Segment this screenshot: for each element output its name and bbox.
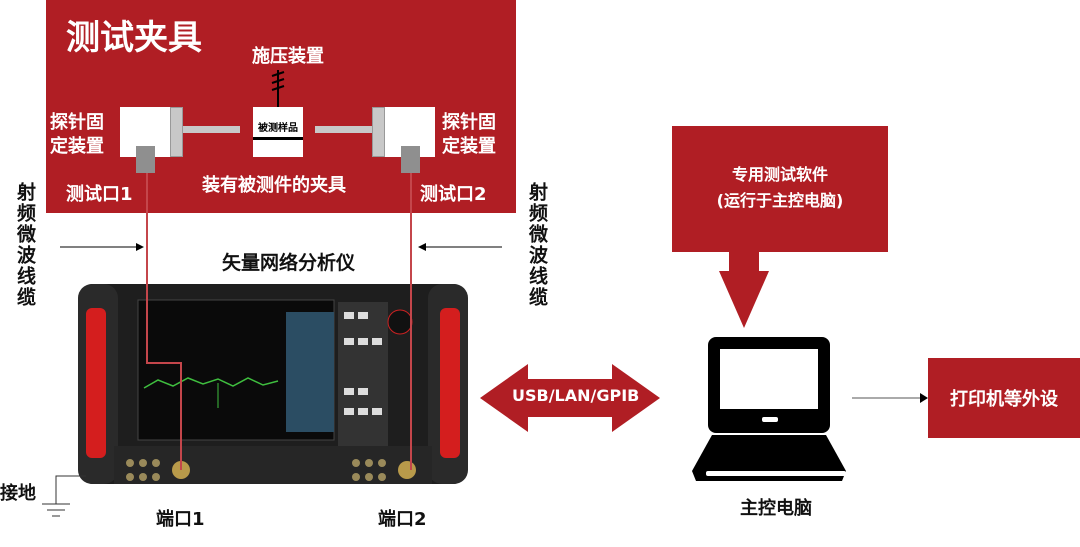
probe-rod-right: [315, 126, 372, 133]
probe-holder-right-label: 探针固定装置: [442, 112, 496, 157]
port-2-label: 端口2: [378, 509, 427, 530]
probe-tip-left: [136, 146, 155, 173]
test-port-2-label: 测试口2: [420, 184, 487, 205]
cable-line-port1: [146, 173, 148, 363]
test-port-1-label: 测试口1: [66, 184, 133, 205]
ground-icon: [42, 475, 86, 517]
interface-label: USB/LAN/GPIB: [512, 386, 640, 405]
cable-line-port1-v: [180, 362, 182, 470]
cable-line-port2: [410, 173, 412, 470]
bidirectional-arrow-icon: [480, 364, 660, 432]
dut-label: 被测样品: [258, 123, 298, 134]
port-1-label: 端口1: [156, 509, 205, 530]
software-line2: (运行于主控电脑): [716, 191, 844, 210]
software-box: 专用测试软件 (运行于主控电脑): [672, 126, 888, 252]
probe-plate-left: [170, 107, 183, 157]
pressure-device-label: 施压装置: [252, 46, 324, 67]
peripheral-box: 打印机等外设: [928, 358, 1080, 438]
test-fixture-panel: [46, 0, 516, 213]
laptop-icon: [692, 337, 846, 481]
cable-label-left: 射频微波线缆: [14, 182, 36, 308]
computer-label: 主控电脑: [740, 498, 812, 519]
probe-rod-left: [183, 126, 240, 133]
probe-tip-right: [401, 146, 420, 173]
ground-label: 接地: [0, 483, 36, 504]
arrow-left-icon: [418, 243, 502, 251]
peripheral-label: 打印机等外设: [950, 389, 1058, 410]
probe-holder-left-label: 探针固定装置: [50, 112, 104, 157]
dut-box: 被测样品: [253, 107, 303, 157]
cable-label-right: 射频微波线缆: [526, 182, 548, 308]
fixture-caption: 装有被测件的夹具: [202, 175, 346, 196]
arrow-to-peripheral-icon: [852, 393, 928, 403]
spring-icon: [271, 70, 285, 108]
software-line1: 专用测试软件: [731, 165, 828, 184]
vector-network-analyzer: [78, 284, 468, 484]
down-arrow-icon: [719, 251, 769, 328]
probe-plate-right: [372, 107, 385, 157]
fixture-title: 测试夹具: [66, 18, 202, 58]
cable-line-port1-h: [146, 362, 182, 364]
arrow-right-icon: [60, 243, 144, 251]
vna-label: 矢量网络分析仪: [222, 252, 356, 274]
